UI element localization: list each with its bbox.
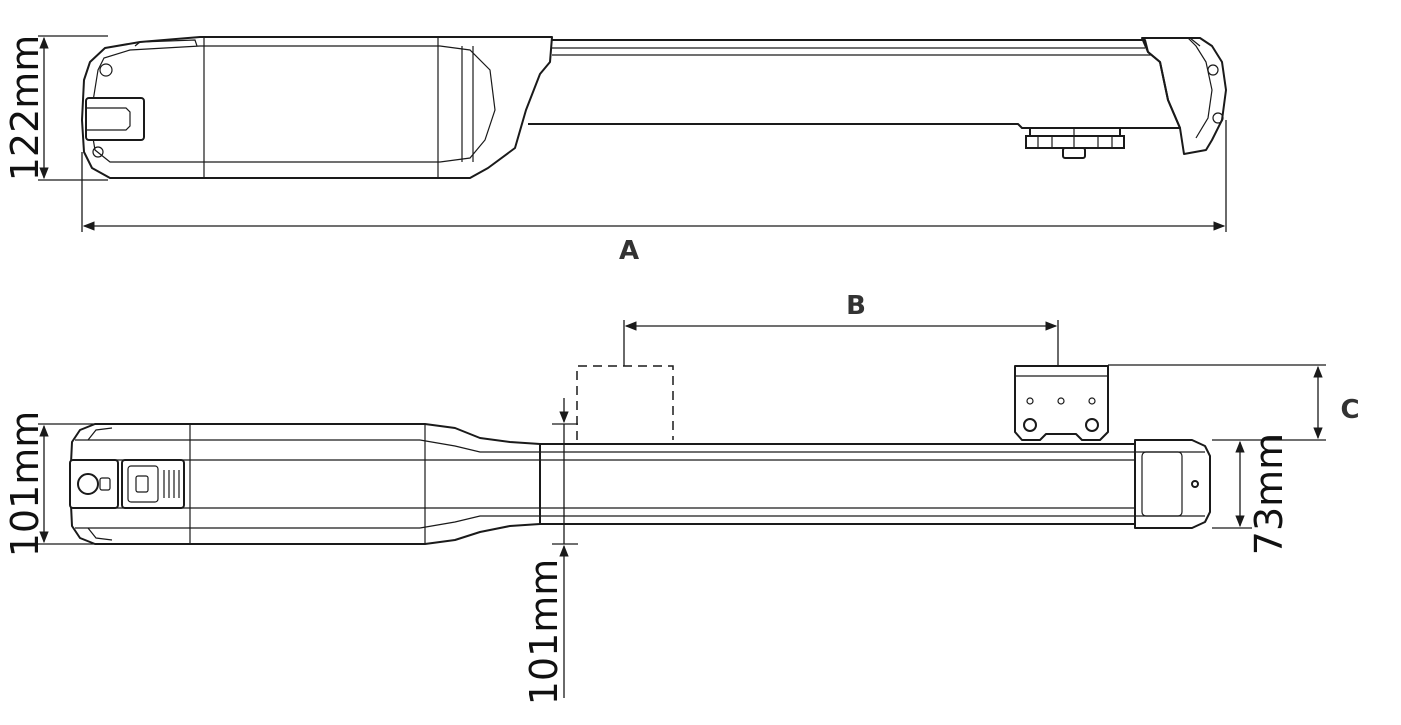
dimension-label-b: B bbox=[846, 291, 866, 321]
arm-width-label: 73mm bbox=[1247, 433, 1291, 555]
dimension-label-c: C bbox=[1340, 395, 1359, 425]
top-view: B C 101mm 73mm 101mm bbox=[3, 291, 1360, 705]
top-release-knob-panel bbox=[69, 459, 119, 509]
clearance-label: 101mm bbox=[522, 559, 566, 706]
top-width-label: 101mm bbox=[3, 411, 47, 558]
side-end-cap bbox=[1141, 37, 1227, 155]
side-end-latch bbox=[85, 97, 145, 141]
top-mounting-bracket bbox=[1014, 365, 1109, 441]
side-arm-rail bbox=[528, 39, 1181, 129]
dimension-label-a: A bbox=[619, 236, 639, 266]
side-mounting-bracket bbox=[1025, 127, 1125, 159]
side-height-label: 122mm bbox=[3, 35, 47, 182]
side-motor-housing bbox=[81, 36, 553, 179]
top-key-panel bbox=[121, 459, 185, 509]
top-arm-rail bbox=[539, 443, 1136, 525]
top-end-cap bbox=[1134, 439, 1211, 529]
alternate-bracket-position bbox=[576, 365, 674, 440]
side-view: 122mm A bbox=[3, 35, 1227, 266]
